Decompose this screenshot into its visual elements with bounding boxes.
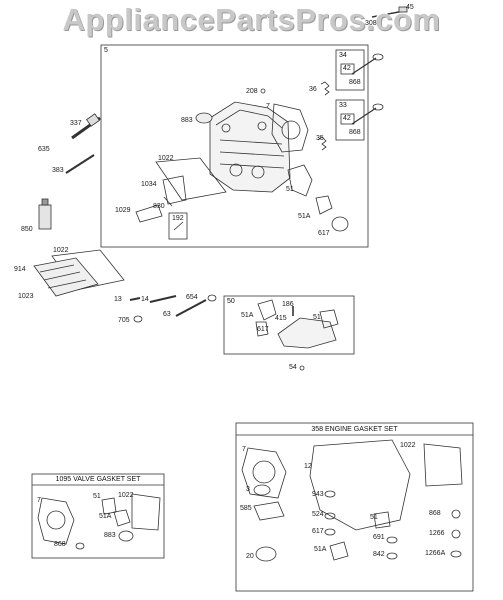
rocker-cover-part: [33, 257, 99, 297]
callout-34: 34: [339, 52, 347, 59]
callout-51: 51: [286, 186, 294, 193]
callout-1029: 1029: [115, 207, 131, 214]
callout-1266a: 1266A: [425, 550, 446, 557]
callout-45: 45: [406, 4, 414, 11]
callout-54: 54: [289, 364, 297, 371]
engine-gasket-set-title: 358 ENGINE GASKET SET: [311, 426, 398, 433]
spark-plug-part: [71, 113, 101, 140]
callout-63: 63: [163, 311, 171, 318]
callout-868: 868: [54, 541, 66, 548]
callout-415: 415: [275, 315, 287, 322]
head-gasket-part: [271, 103, 309, 153]
intake-group-box: [223, 295, 355, 355]
callout-691: 691: [373, 534, 385, 541]
callout-914: 914: [14, 266, 26, 273]
callout-7: 7: [37, 497, 41, 504]
callout-42: 42: [343, 115, 351, 122]
callout-192: 192: [172, 215, 184, 222]
callout-51: 51: [93, 493, 101, 500]
cylinder-head-part: [209, 101, 291, 193]
callout-42: 42: [343, 65, 351, 72]
callout-617: 617: [257, 326, 269, 333]
callout-208: 208: [246, 88, 258, 95]
valve-gasket-set-title: 1095 VALVE GASKET SET: [55, 476, 141, 483]
callout-850: 850: [21, 226, 33, 233]
callout-1022: 1022: [158, 155, 174, 162]
callout-5: 5: [104, 47, 108, 54]
callout-585: 585: [240, 505, 252, 512]
small-box-42a: [340, 63, 355, 75]
callout-654: 654: [186, 294, 198, 301]
callout-883: 883: [181, 117, 193, 124]
callout-1022: 1022: [400, 442, 416, 449]
small-box-192: [168, 212, 188, 240]
callout-1022: 1022: [118, 492, 134, 499]
callout-33: 33: [339, 102, 347, 109]
watermark-logo: AppliancePartsPros.com: [62, 2, 441, 37]
callout-36: 36: [309, 86, 317, 93]
callout-868: 868: [349, 79, 361, 86]
callout-842: 842: [373, 551, 385, 558]
callout-3: 3: [246, 486, 250, 493]
callout-883: 883: [104, 532, 116, 539]
callout-383: 383: [52, 167, 64, 174]
callout-51a: 51A: [298, 213, 311, 220]
callout-51a: 51A: [241, 312, 254, 319]
callout-868: 868: [349, 129, 361, 136]
callout-943: 943: [312, 491, 324, 498]
callout-1034: 1034: [141, 181, 157, 188]
callout-20: 20: [246, 553, 254, 560]
callout-51: 51: [370, 514, 378, 521]
callout-12: 12: [304, 463, 312, 470]
callout-524: 524: [312, 511, 324, 518]
callout-50: 50: [227, 298, 235, 305]
callout-617: 617: [312, 528, 324, 535]
cylinder-head-group-box: [100, 44, 369, 248]
callout-7: 7: [266, 103, 270, 110]
callout-13: 13: [114, 296, 122, 303]
callout-617: 617: [318, 230, 330, 237]
callout-705: 705: [118, 317, 130, 324]
rocker-cover-gasket-part: [155, 157, 227, 201]
sealant-bottle-part: [38, 204, 52, 230]
engine-gasket-set-box: [235, 422, 474, 592]
callout-7: 7: [242, 446, 246, 453]
callout-51: 51: [313, 314, 321, 321]
valve-gasket-set-box: [31, 473, 165, 559]
callout-1266: 1266: [429, 530, 445, 537]
callout-635: 635: [38, 146, 50, 153]
small-box-42b: [340, 113, 355, 125]
callout-14: 14: [141, 296, 149, 303]
callout-186: 186: [282, 301, 294, 308]
callout-51a: 51A: [99, 513, 112, 520]
crankcase-gasket-part: [309, 439, 411, 531]
callout-337: 337: [70, 120, 82, 127]
callout-1022: 1022: [53, 247, 69, 254]
callout-35: 35: [316, 135, 324, 142]
callout-1023: 1023: [18, 293, 34, 300]
callout-830: 830: [153, 203, 165, 210]
valve-kit-box-33: [335, 99, 365, 141]
valve-kit-box-34: [335, 49, 365, 91]
callout-868: 868: [429, 510, 441, 517]
callout-51a: 51A: [314, 546, 327, 553]
callout-308: 308: [365, 20, 377, 27]
